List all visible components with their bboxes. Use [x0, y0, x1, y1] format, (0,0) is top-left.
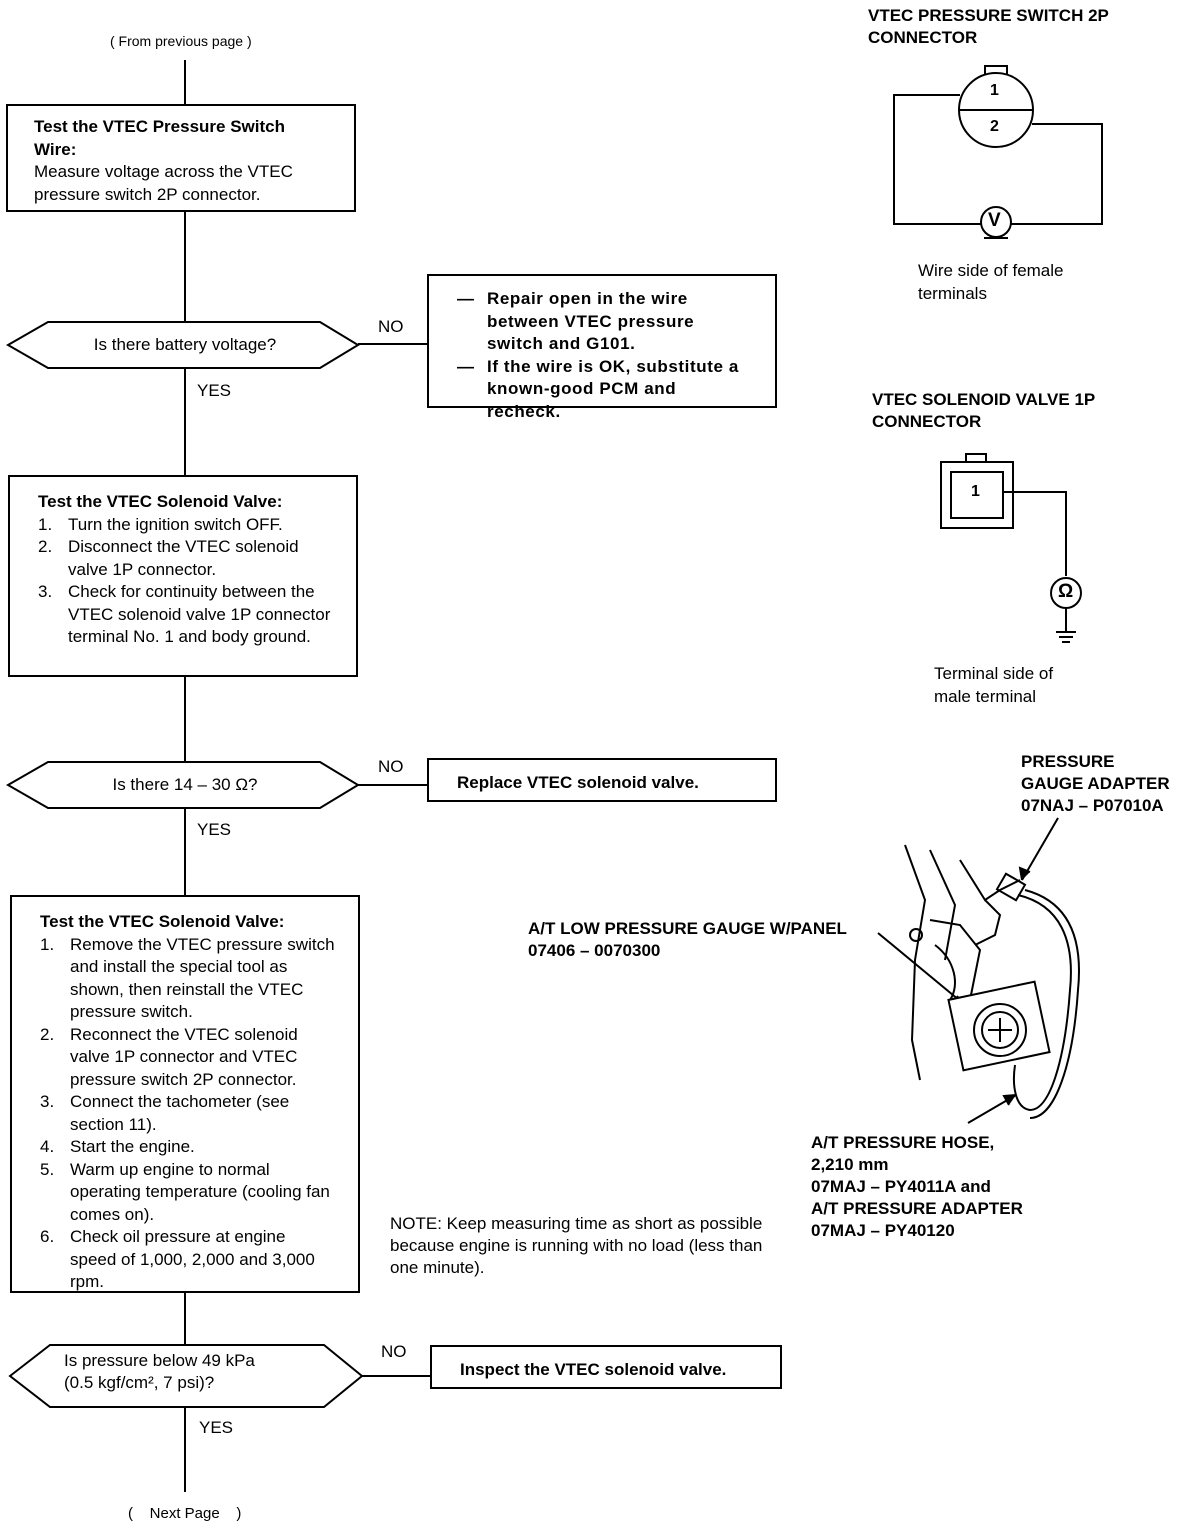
- gauge-label-line1: A/T LOW PRESSURE GAUGE W/PANEL: [528, 919, 847, 938]
- result2-text: Replace VTEC solenoid valve.: [457, 773, 699, 792]
- decision3-no-label: NO: [381, 1342, 407, 1361]
- result-inspect-solenoid: Inspect the VTEC solenoid valve.: [430, 1345, 782, 1389]
- hose-label-line4: A/T PRESSURE ADAPTER: [811, 1199, 1023, 1218]
- decision-diamond-2: [5, 761, 360, 809]
- step-test-solenoid-continuity: Test the VTEC Solenoid Valve: 1.Turn the…: [8, 475, 358, 677]
- gauge-adapter-line3: 07NAJ – P07010A: [1021, 796, 1164, 815]
- solenoid-caption-line1: Terminal side of: [934, 664, 1054, 683]
- decision3-question-line2: (0.5 kgf/cm², 7 psi)?: [64, 1373, 215, 1392]
- result-replace-solenoid: Replace VTEC solenoid valve.: [427, 758, 777, 802]
- step2-item: 2.Disconnect the VTEC solenoid valve 1P …: [38, 537, 299, 579]
- note-text: NOTE: Keep measuring time as short as po…: [390, 1214, 763, 1277]
- decision1-yes-label: YES: [197, 381, 232, 400]
- pressure-switch-heading-line2: CONNECTOR: [868, 28, 978, 47]
- step2-item: 3.Check for continuity between the VTEC …: [38, 582, 331, 646]
- step2-item: 1.Turn the ignition switch OFF.: [38, 514, 283, 534]
- step3-item: 1.Remove the VTEC pressure switch and in…: [40, 934, 335, 1022]
- decision2-no-label: NO: [378, 757, 404, 776]
- step3-item: 3.Connect the tachometer (see section 11…: [40, 1092, 290, 1134]
- step1-title: Test the VTEC Pressure Switch Wire:: [34, 117, 285, 159]
- decision2-question: Is there 14 – 30 Ω?: [112, 775, 258, 794]
- ohmmeter-icon: Ω: [1058, 581, 1074, 602]
- decision3-question-line1: Is pressure below 49 kPa: [64, 1351, 255, 1370]
- result1-list: —Repair open in the wire between VTEC pr…: [457, 288, 749, 423]
- solenoid-pin1: 1: [971, 483, 980, 500]
- step3-item: 6.Check oil pressure at engine speed of …: [40, 1227, 315, 1291]
- step2-title: Test the VTEC Solenoid Valve:: [38, 492, 283, 511]
- result1-item: —If the wire is OK, substitute a known-g…: [457, 356, 739, 421]
- pressure-switch-caption-line1: Wire side of female: [918, 261, 1064, 280]
- decision2-yes-label: YES: [197, 820, 232, 839]
- pressure-switch-pin2: 2: [990, 118, 999, 135]
- pressure-switch-pin1: 1: [990, 82, 999, 99]
- decision1-no-label: NO: [378, 317, 404, 336]
- decision-diamond-1: [5, 321, 360, 369]
- result-repair-open-wire: —Repair open in the wire between VTEC pr…: [427, 274, 777, 421]
- solenoid-caption-line2: male terminal: [934, 687, 1037, 706]
- solenoid-heading-line1: VTEC SOLENOID VALVE 1P: [872, 390, 1096, 409]
- hose-label-line5: 07MAJ – PY40120: [811, 1221, 955, 1240]
- step1-body: Measure voltage across the VTEC pressure…: [34, 162, 293, 204]
- gauge-adapter-line2: GAUGE ADAPTER: [1021, 774, 1170, 793]
- step3-item: 5.Warm up engine to normal operating tem…: [40, 1159, 330, 1224]
- hose-label-line1: A/T PRESSURE HOSE,: [811, 1133, 995, 1152]
- from-previous-page: ( From previous page ): [110, 33, 252, 49]
- pressure-switch-heading-line1: VTEC PRESSURE SWITCH 2P: [868, 6, 1109, 25]
- gauge-label-line2: 07406 – 0070300: [528, 941, 661, 960]
- pressure-switch-caption-line2: terminals: [918, 284, 987, 303]
- step3-item: 4.Start the engine.: [40, 1137, 195, 1156]
- step3-item: 2.Reconnect the VTEC solenoid valve 1P c…: [40, 1024, 298, 1089]
- decision1-question: Is there battery voltage?: [93, 335, 277, 354]
- hose-label-line3: 07MAJ – PY4011A and: [811, 1177, 991, 1196]
- step-test-solenoid-pressure: Test the VTEC Solenoid Valve: 1.Remove t…: [10, 895, 360, 1293]
- gauge-adapter-line1: PRESSURE: [1021, 752, 1115, 771]
- result3-text: Inspect the VTEC solenoid valve.: [460, 1360, 727, 1379]
- step-test-pressure-switch-wire: Test the VTEC Pressure Switch Wire: Meas…: [6, 104, 356, 212]
- result1-item: —Repair open in the wire between VTEC pr…: [457, 289, 695, 353]
- step2-list: 1.Turn the ignition switch OFF. 2.Discon…: [38, 514, 334, 649]
- decision3-yes-label: YES: [199, 1418, 234, 1437]
- solenoid-heading-line2: CONNECTOR: [872, 412, 982, 431]
- step3-list: 1.Remove the VTEC pressure switch and in…: [40, 934, 336, 1294]
- voltmeter-icon: V: [988, 210, 1001, 231]
- step3-title: Test the VTEC Solenoid Valve:: [40, 912, 285, 931]
- hose-label-line2: 2,210 mm: [811, 1155, 889, 1174]
- decision-diamond-3: [8, 1344, 364, 1408]
- next-page: ( Next Page ): [128, 1505, 242, 1522]
